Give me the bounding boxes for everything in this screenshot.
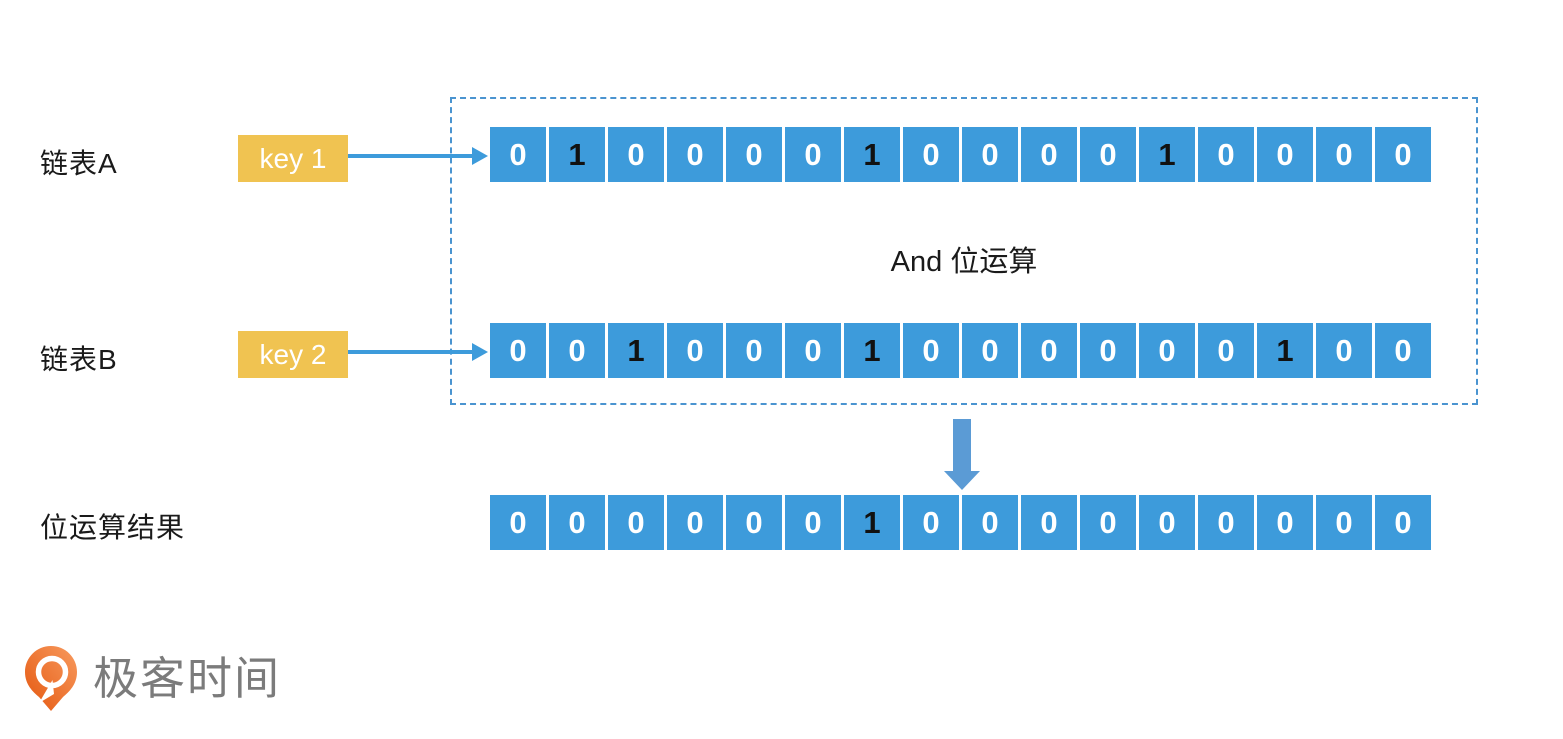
bit-cell: 0 <box>962 495 1018 550</box>
geektime-logo: 极客时间 <box>25 646 281 712</box>
bit-cell: 0 <box>1198 127 1254 182</box>
bit-cell: 0 <box>608 127 664 182</box>
bit-cell: 0 <box>1375 323 1431 378</box>
bit-cell: 0 <box>726 495 782 550</box>
bit-cell: 0 <box>1080 323 1136 378</box>
result-label: 位运算结果 <box>40 512 186 543</box>
bit-cell: 0 <box>726 127 782 182</box>
bit-cell: 0 <box>549 495 605 550</box>
bit-cell: 0 <box>1021 495 1077 550</box>
bit-cell: 1 <box>844 127 900 182</box>
key2-arrow <box>348 343 488 361</box>
bit-cell: 0 <box>1139 495 1195 550</box>
bit-cell: 0 <box>903 323 959 378</box>
bit-cell: 1 <box>608 323 664 378</box>
bit-cell: 0 <box>667 323 723 378</box>
bit-cell: 0 <box>1139 323 1195 378</box>
row-a-label: 链表A <box>40 148 118 179</box>
bit-cell: 0 <box>903 495 959 550</box>
bit-cell: 0 <box>1080 127 1136 182</box>
down-arrow-body <box>953 419 971 471</box>
bit-cell: 0 <box>1375 127 1431 182</box>
bit-cell: 1 <box>844 495 900 550</box>
bit-cell: 0 <box>1198 495 1254 550</box>
geektime-pin-icon <box>25 646 77 711</box>
bit-cell: 0 <box>1021 127 1077 182</box>
bit-cell: 0 <box>1375 495 1431 550</box>
bit-cell: 1 <box>549 127 605 182</box>
bit-cell: 0 <box>1198 323 1254 378</box>
operation-group-box <box>450 97 1478 405</box>
bit-cell: 0 <box>608 495 664 550</box>
key1-box: key 1 <box>238 135 348 182</box>
bit-cell: 0 <box>1021 323 1077 378</box>
bit-cell: 0 <box>1316 495 1372 550</box>
row-b-label: 链表B <box>40 344 118 375</box>
bit-cell: 0 <box>903 127 959 182</box>
bit-cell: 1 <box>1139 127 1195 182</box>
bit-cell: 0 <box>1257 495 1313 550</box>
bit-cell: 0 <box>490 495 546 550</box>
bit-cell: 0 <box>490 323 546 378</box>
operation-label: And 位运算 <box>890 246 1038 278</box>
bit-cell: 1 <box>844 323 900 378</box>
key2-box: key 2 <box>238 331 348 378</box>
key1-arrow <box>348 147 488 165</box>
geektime-logo-text: 极客时间 <box>93 653 282 704</box>
bit-cell: 0 <box>962 127 1018 182</box>
bit-cell: 0 <box>490 127 546 182</box>
bit-cell: 0 <box>962 323 1018 378</box>
bit-cell: 0 <box>785 495 841 550</box>
bit-cell: 0 <box>549 323 605 378</box>
bit-cell: 1 <box>1257 323 1313 378</box>
bit-cell: 0 <box>1316 127 1372 182</box>
bit-cell: 0 <box>667 495 723 550</box>
bit-cell: 0 <box>726 323 782 378</box>
bit-cell: 0 <box>785 127 841 182</box>
bit-cell: 0 <box>1257 127 1313 182</box>
bit-cell: 0 <box>667 127 723 182</box>
bit-cell: 0 <box>1080 495 1136 550</box>
bit-cell: 0 <box>785 323 841 378</box>
bit-cell: 0 <box>1316 323 1372 378</box>
down-arrow <box>944 419 980 490</box>
down-arrow-head <box>944 471 980 490</box>
